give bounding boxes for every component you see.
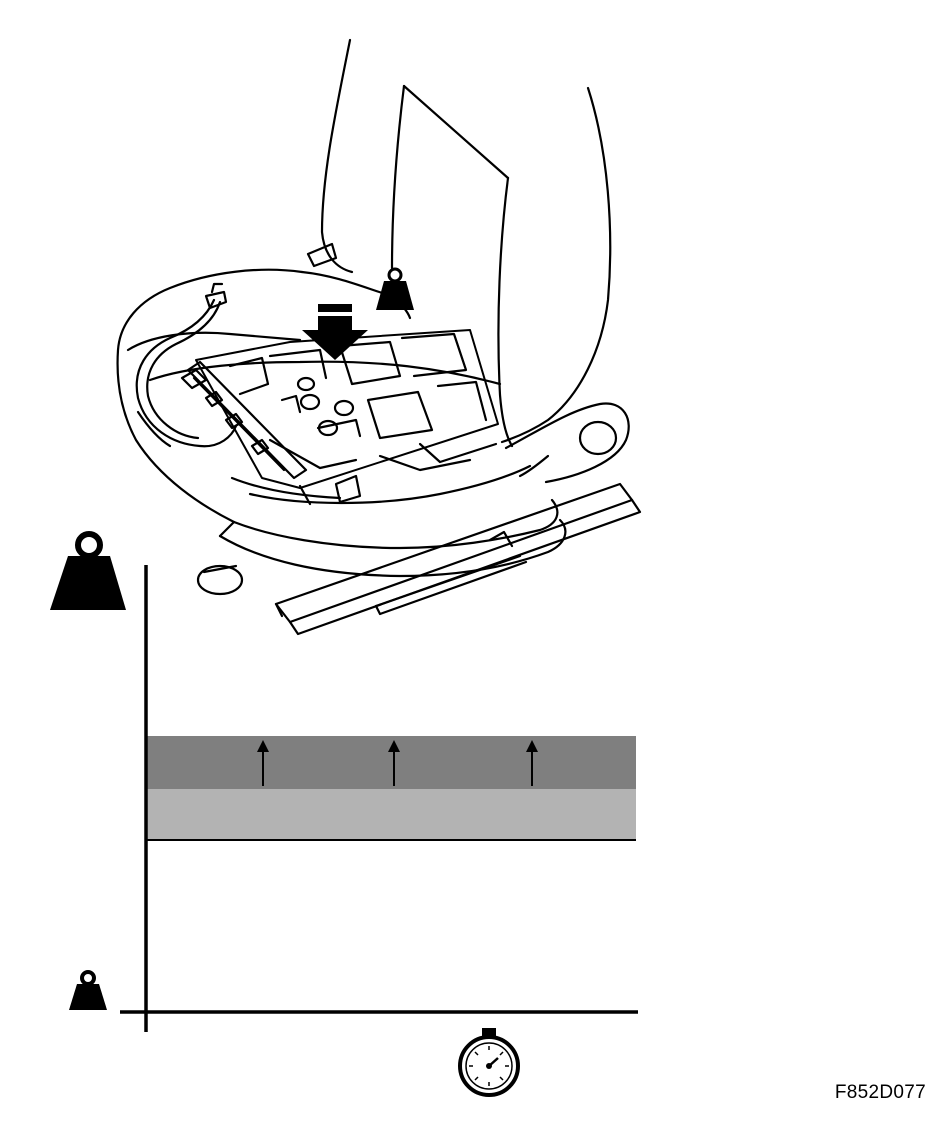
press-arrow	[302, 304, 368, 360]
stopwatch-icon	[458, 1028, 520, 1097]
up-arrow-icon	[388, 740, 400, 786]
up-arrow-icon	[257, 740, 269, 786]
heavy-weight-icon	[50, 531, 126, 610]
up-arrow-icon	[526, 740, 538, 786]
lower-band	[146, 789, 636, 839]
weight-icon	[376, 267, 414, 310]
light-weight-icon	[69, 970, 107, 1010]
figure-code: F852D077	[834, 1082, 926, 1103]
graph	[120, 565, 638, 1032]
seat-illustration	[116, 38, 642, 636]
upper-band	[146, 736, 636, 789]
